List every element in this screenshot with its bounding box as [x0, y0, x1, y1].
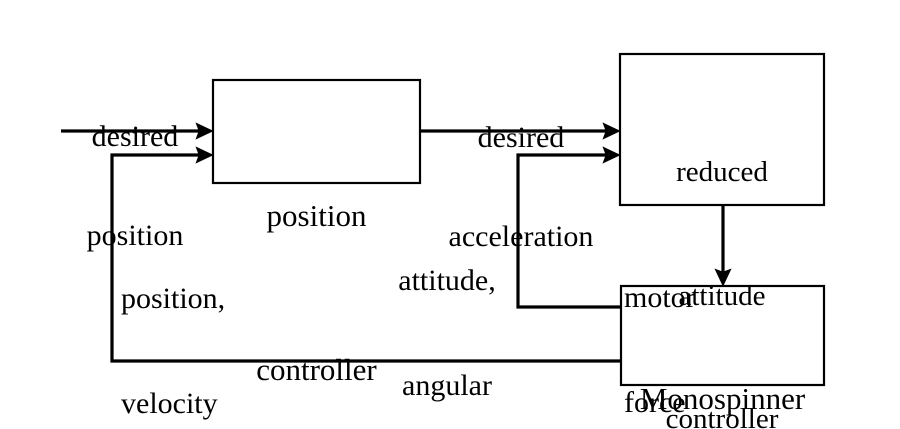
signal-label-desired-acceleration-line2: acceleration [448, 220, 594, 253]
signal-label-attitude-angular-velocity-line1: attitude, [398, 264, 496, 298]
arrow-desired-position-head [195, 122, 214, 140]
signal-label-attitude-angular-velocity-line2: angular [402, 369, 492, 403]
block-label-position-controller: position controller [213, 88, 420, 429]
feedback-attitude-angular-velocity-head [602, 146, 621, 164]
signal-label-attitude-angular-velocity: attitude, angular velocity [382, 193, 512, 429]
signal-label-position-velocity-line2: velocity [121, 387, 218, 421]
block-label-reduced-attitude-controller-line2: attitude [678, 279, 766, 312]
block-label-position-controller-line2: controller [256, 351, 377, 387]
signal-label-motor-force-line2: force [624, 386, 686, 420]
block-reduced-attitude-controller [618, 52, 826, 207]
block-label-reduced-attitude-controller-line1: reduced [676, 156, 768, 189]
block-label-reduced-attitude-controller-line3: controller [665, 403, 779, 429]
signal-label-desired-acceleration-line1: desired [477, 121, 565, 154]
feedback-position-velocity-line [110, 153, 620, 363]
block-label-position-controller-line1: position [266, 198, 367, 234]
block-position-controller [211, 78, 422, 185]
signal-label-position-velocity: position, velocity [121, 211, 311, 429]
feedback-position-velocity-head [195, 146, 214, 164]
block-monospinner [619, 284, 826, 387]
signal-label-desired-position-line1: desired [91, 120, 179, 153]
signal-label-desired-position: desired position [55, 54, 215, 318]
block-label-monospinner: Monospinner [621, 315, 824, 429]
signal-label-desired-position-line2: position [86, 219, 184, 252]
signal-label-position-velocity-line1: position, [121, 282, 226, 316]
feedback-attitude-angular-velocity-line [516, 153, 620, 309]
block-label-monospinner-line1: Monospinner [639, 380, 806, 416]
signal-label-motor-force: motor force [624, 210, 728, 429]
block-label-reduced-attitude-controller: reduced attitude controller [620, 70, 824, 429]
signal-label-desired-acceleration: desired acceleration [424, 55, 618, 319]
arrow-desired-acceleration-head [602, 122, 621, 140]
signal-label-motor-force-line1: motor [624, 281, 696, 315]
arrow-motor-force-head [714, 268, 732, 287]
